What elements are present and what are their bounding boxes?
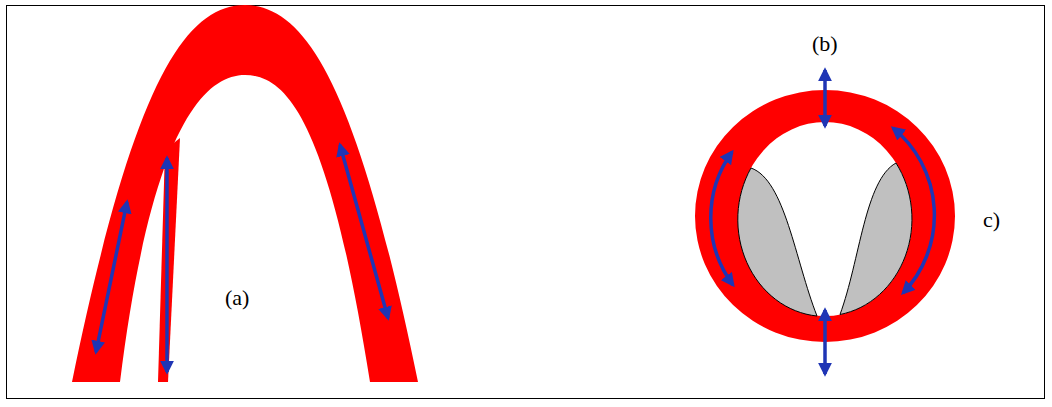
strain-arrow bbox=[711, 152, 733, 285]
part-label: c) bbox=[983, 209, 1000, 231]
strain-arrow bbox=[823, 70, 827, 126]
strain-arrow bbox=[96, 202, 127, 352]
arch-strip bbox=[158, 138, 180, 382]
valve-leaflet bbox=[738, 168, 817, 316]
part-label: (b) bbox=[812, 33, 838, 55]
frame bbox=[7, 6, 1045, 399]
part-label: (a) bbox=[225, 287, 249, 309]
strain-arrow bbox=[340, 145, 388, 318]
valve-leaflet bbox=[840, 163, 912, 315]
ring-wall bbox=[695, 90, 955, 342]
strain-arrow bbox=[893, 128, 934, 293]
arch-wall bbox=[72, 5, 418, 382]
strain-arrow bbox=[165, 158, 169, 372]
strain-arrow bbox=[823, 310, 827, 374]
